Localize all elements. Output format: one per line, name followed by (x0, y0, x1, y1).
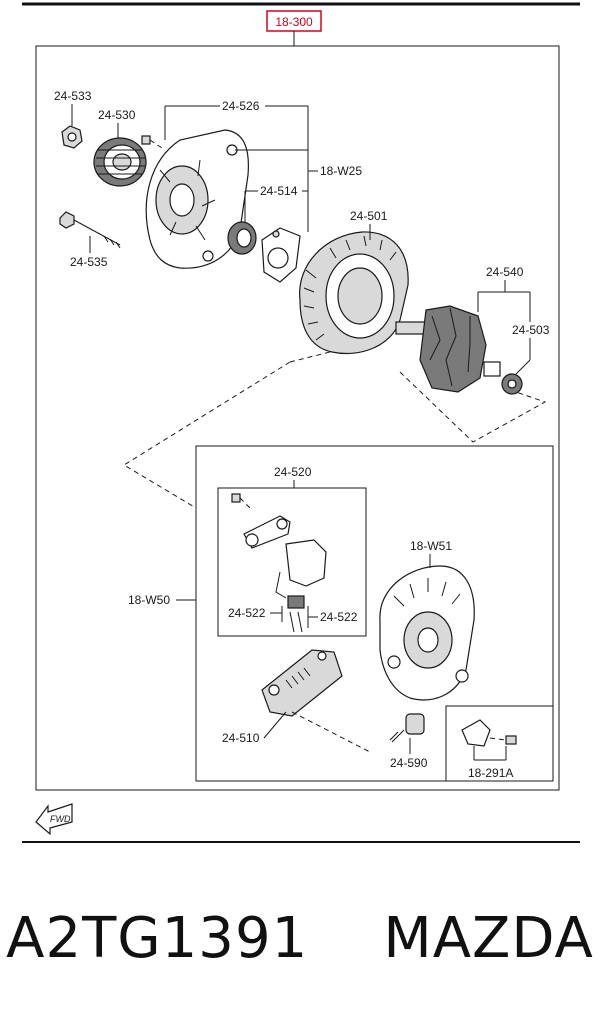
caption-spacer (308, 906, 383, 971)
label-24-533: 24-533 (54, 89, 92, 103)
alternator-exploded-diagram: 18-300 24-533 24-530 24-526 18-W25 (22, 2, 580, 843)
main-frame (35, 45, 560, 791)
label-18-291A: 18-291A (468, 766, 513, 780)
part-retainer-plate-icon (261, 227, 301, 283)
ref-code-box: 18-300 (266, 10, 322, 46)
part-brush-holder-icon (231, 493, 327, 633)
part-stator-icon (299, 231, 409, 355)
label-24-590: 24-590 (390, 756, 428, 770)
part-front-housing-icon (145, 129, 250, 269)
part-number: A2TG1391 (6, 905, 309, 971)
label-18-W51: 18-W51 (410, 539, 452, 553)
part-nut-icon (61, 125, 83, 149)
part-bearing-icon (227, 221, 257, 255)
part-through-bolt-icon (59, 211, 121, 249)
ref-code: 18-300 (275, 15, 313, 29)
label-18-W50: 18-W50 (128, 593, 170, 607)
fwd-label: FWD (50, 814, 71, 824)
label-24-535: 24-535 (70, 255, 108, 269)
label-24-501: 24-501 (350, 209, 388, 223)
part-rear-housing-icon (379, 565, 475, 701)
brush-holder-frame (217, 487, 367, 637)
assembly-dashed-path (123, 361, 291, 509)
label-24-526: 24-526 (222, 99, 260, 113)
label-24-510: 24-510 (222, 731, 260, 745)
label-24-514: 24-514 (260, 184, 298, 198)
part-caption: A2TG1391 MAZDA (0, 888, 600, 988)
label-24-503: 24-503 (512, 323, 550, 337)
part-screw-icon (141, 135, 163, 149)
part-pulley-icon (93, 137, 147, 187)
part-bracket-icon (461, 719, 517, 747)
part-rear-bearing-icon (501, 373, 523, 395)
part-terminal-icon (389, 713, 425, 743)
label-24-540: 24-540 (486, 265, 524, 279)
brand-name: MAZDA (383, 905, 594, 971)
fwd-arrow-icon: FWD (35, 803, 73, 836)
part-rectifier-icon (261, 649, 343, 717)
part-rotor-icon (395, 305, 501, 393)
label-18-W25: 18-W25 (320, 164, 362, 178)
label-24-522-left: 24-522 (228, 606, 266, 620)
label-24-530: 24-530 (98, 108, 136, 122)
label-24-522-right: 24-522 (320, 610, 358, 624)
rear-assembly-frame (195, 445, 554, 782)
bracket-frame (445, 705, 553, 781)
label-24-520: 24-520 (274, 465, 312, 479)
